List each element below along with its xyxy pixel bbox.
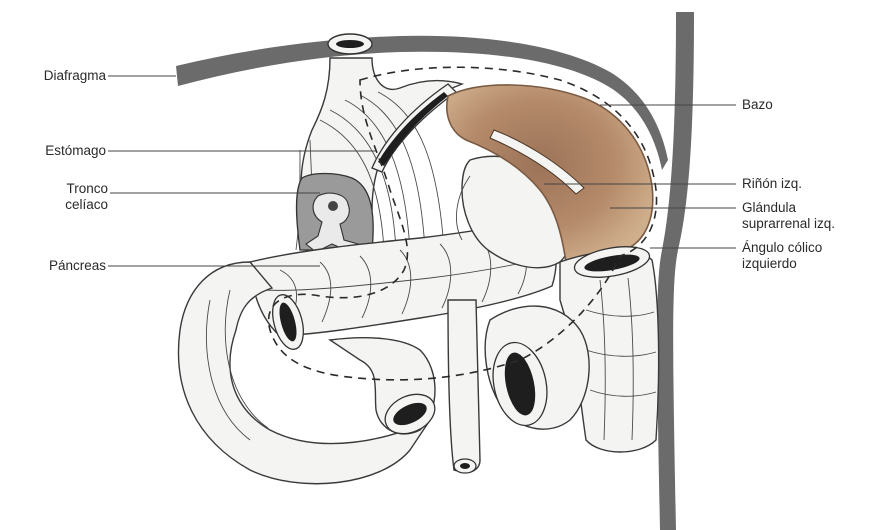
label-pancreas: Páncreas (14, 258, 106, 274)
label-bazo: Bazo (742, 97, 773, 113)
esophagus-lumen (336, 40, 364, 48)
label-glandula-suprarrenal: Glándula suprarrenal izq. (742, 200, 835, 232)
aorta (448, 300, 480, 473)
label-diafragma: Diafragma (14, 68, 106, 84)
abdominal-wall (657, 12, 694, 530)
label-tronco-celiaco: Tronco celíaco (14, 181, 108, 213)
label-rinon: Riñón izq. (742, 176, 802, 192)
label-estomago: Estómago (14, 143, 106, 159)
label-angulo-colico: Ángulo cólico izquierdo (742, 240, 822, 272)
